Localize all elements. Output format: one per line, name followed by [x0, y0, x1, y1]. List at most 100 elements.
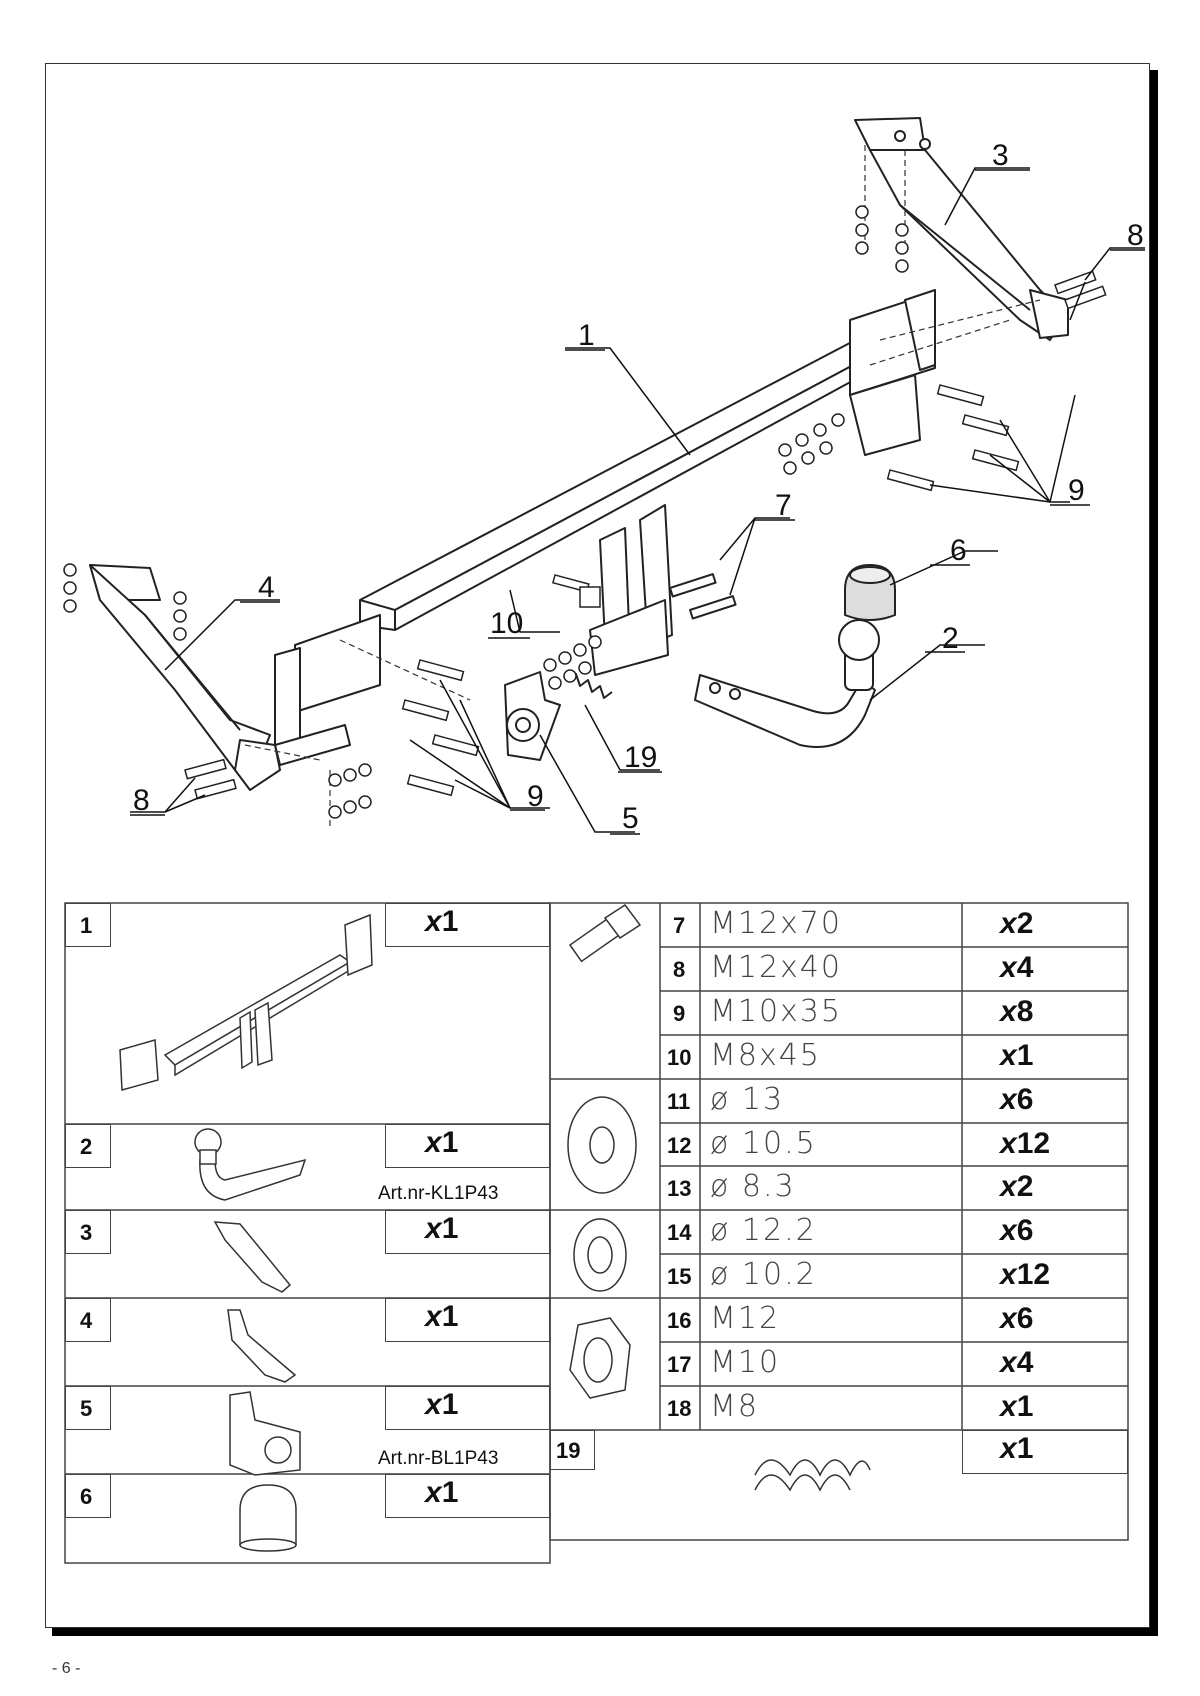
frame-shadow-right [1150, 70, 1158, 1636]
callout-9-left: 9 [527, 780, 544, 813]
callout-5: 5 [622, 802, 639, 835]
part-1-qty: x1 [425, 905, 459, 938]
part-6-qty: x1 [425, 1476, 459, 1509]
part-1-number: 1 [80, 913, 93, 938]
part-3-qty-box [385, 1210, 550, 1254]
part-19-qty-box [962, 1430, 1128, 1474]
hw-row-11-spec: ø 13 [710, 1082, 785, 1117]
part-2-qty-box [385, 1124, 550, 1168]
part-3-qty: x1 [425, 1212, 459, 1245]
part-2-article-number: Art.nr-KL1P43 [378, 1183, 499, 1204]
callout-10: 10 [490, 607, 523, 640]
tow-ball-part [694, 619, 880, 748]
part-4-qty-box [385, 1298, 550, 1342]
callout-8-right: 8 [1127, 219, 1144, 252]
callout-19: 19 [624, 741, 657, 774]
hw-row-17-qty: x4 [1000, 1346, 1034, 1379]
part-3-number: 3 [80, 1220, 93, 1245]
hw-row-18-number: 18 [667, 1396, 692, 1421]
hw-row-16-qty: x6 [1000, 1302, 1034, 1335]
callout-9-right: 9 [1068, 474, 1085, 507]
callout-6: 6 [950, 534, 967, 567]
hw-row-11-qty: x6 [1000, 1083, 1034, 1116]
hw-row-9-spec: M10x35 [710, 994, 842, 1029]
hw-row-12-spec: ø 10.5 [710, 1126, 817, 1161]
part-4-number: 4 [80, 1308, 93, 1333]
hw-row-10-spec: M8x45 [710, 1038, 821, 1073]
hw-row-16-spec: M12 [710, 1301, 781, 1336]
hw-row-16-number: 16 [667, 1308, 692, 1333]
hw-row-10-qty: x1 [1000, 1039, 1034, 1072]
spring-thumbnail [754, 1459, 871, 1492]
hw-row-12-number: 12 [667, 1133, 692, 1158]
part-6-number: 6 [80, 1484, 93, 1509]
part-1-qty-box [385, 903, 550, 947]
part-2-number-box [65, 1124, 111, 1168]
hw-row-18-spec: M8 [710, 1389, 759, 1424]
part-5-number-box [65, 1386, 111, 1430]
hw-row-7-spec: M12x70 [710, 906, 842, 941]
hw-row-13-qty: x2 [1000, 1170, 1034, 1203]
hw-row-8-number: 8 [673, 957, 686, 982]
part-5-qty: x1 [425, 1388, 459, 1421]
part-19-number-box [550, 1430, 595, 1470]
part-6-qty-box [385, 1474, 550, 1518]
hw-row-9-number: 9 [673, 1001, 686, 1026]
hw-row-10-number: 10 [667, 1045, 692, 1070]
hw-row-9-qty: x8 [1000, 995, 1034, 1028]
part-4-number-box [65, 1298, 111, 1342]
callout-1: 1 [578, 319, 595, 352]
hw-row-13-number: 13 [667, 1176, 692, 1201]
hw-row-8-spec: M12x40 [710, 950, 842, 985]
hw-row-13-spec: ø 8.3 [710, 1169, 796, 1204]
socket-plate-thumbnail [229, 1391, 301, 1476]
left-bracket-part [89, 564, 281, 791]
flat-washer-thumbnail [567, 1096, 637, 1194]
callout-8-left: 8 [133, 784, 150, 817]
spring-washer-thumbnail [573, 1218, 627, 1292]
hw-row-8-qty: x4 [1000, 951, 1034, 984]
part-1-number-box [65, 903, 111, 947]
part-5-article-number: Art.nr-BL1P43 [378, 1448, 499, 1469]
crossbar-thumbnail [119, 913, 373, 1091]
hw-row-17-number: 17 [667, 1352, 692, 1377]
part-19-number: 19 [556, 1438, 581, 1463]
callout-2: 2 [942, 622, 959, 655]
crossbar-part [274, 289, 936, 766]
hw-row-14-spec: ø 12.2 [710, 1213, 817, 1248]
callout-7: 7 [775, 489, 792, 522]
hw-row-11-number: 11 [667, 1089, 691, 1114]
bolt-7-group [669, 573, 737, 620]
part-2-number: 2 [80, 1134, 93, 1159]
parts-table-grid [64, 902, 1129, 1564]
hw-row-17-spec: M10 [710, 1345, 781, 1380]
part-6-number-box [65, 1474, 111, 1518]
part-4-qty: x1 [425, 1300, 459, 1333]
ball-cover-thumbnail [239, 1484, 297, 1552]
socket-plate-part [504, 671, 561, 761]
part-19-qty: x1 [1000, 1432, 1034, 1465]
hw-row-15-number: 15 [667, 1264, 692, 1289]
hw-row-14-qty: x6 [1000, 1214, 1034, 1247]
hw-row-7-number: 7 [673, 913, 686, 938]
hw-row-12-qty: x12 [1000, 1127, 1051, 1160]
hw-row-7-qty: x2 [1000, 907, 1034, 940]
callout-4: 4 [258, 571, 275, 604]
right-bracket-part [854, 117, 1069, 341]
callout-3: 3 [992, 139, 1009, 172]
part-2-qty: x1 [425, 1126, 459, 1159]
hw-row-14-number: 14 [667, 1220, 692, 1245]
ball-cover-part [844, 564, 896, 621]
bolt-thumbnail [568, 903, 642, 963]
hw-row-18-qty: x1 [1000, 1390, 1034, 1423]
part-5-number: 5 [80, 1396, 93, 1421]
tow-ball-thumbnail [194, 1128, 307, 1201]
part-5-qty-box [385, 1386, 550, 1430]
part-3-number-box [65, 1210, 111, 1254]
right-bracket-thumbnail [213, 1221, 292, 1293]
hw-row-15-spec: ø 10.2 [710, 1257, 817, 1292]
frame-shadow-bottom [52, 1628, 1158, 1636]
nut-thumbnail [569, 1317, 631, 1399]
hw-row-15-qty: x12 [1000, 1258, 1051, 1291]
